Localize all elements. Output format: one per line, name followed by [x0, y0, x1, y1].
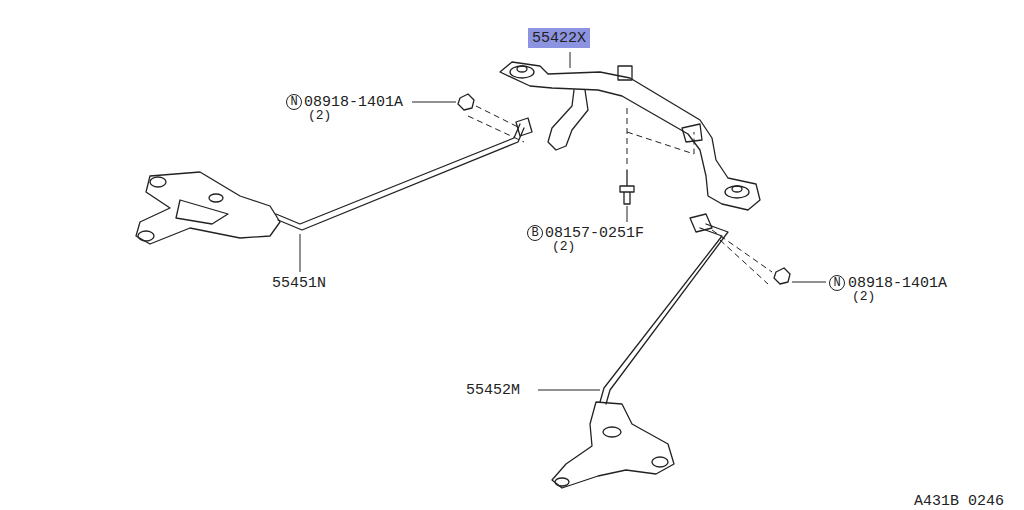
mount	[732, 186, 742, 192]
fitment-line	[476, 106, 520, 128]
bushing	[209, 194, 223, 202]
rod	[606, 224, 728, 404]
symbol-letter: B	[528, 227, 542, 239]
bolt	[620, 170, 634, 204]
bracket	[618, 66, 632, 80]
leader-line	[792, 282, 826, 283]
symbol-circle	[528, 226, 543, 241]
fitment-line	[627, 132, 694, 154]
symbol-circle	[830, 276, 845, 291]
leader-line	[300, 234, 301, 272]
symbol-letter: N	[830, 277, 844, 289]
quantity: (2)	[852, 290, 875, 303]
leader-line	[538, 390, 600, 391]
leader-line	[412, 102, 456, 103]
quantity: (2)	[552, 240, 575, 253]
lower-arm	[176, 200, 228, 224]
lower-arm	[136, 172, 280, 244]
nut	[458, 94, 474, 110]
rod	[276, 124, 520, 224]
rod-end	[516, 118, 532, 136]
mount	[725, 186, 749, 198]
mount	[517, 66, 527, 72]
bushing	[138, 231, 154, 241]
bushing	[603, 427, 621, 437]
symbol-letter: N	[287, 96, 301, 108]
part-number: 55452M	[466, 383, 520, 398]
crossmember	[500, 62, 760, 210]
bushing	[150, 177, 166, 187]
lower-arm	[552, 402, 674, 488]
part-number: 55422X	[532, 31, 586, 46]
symbol-circle	[287, 95, 302, 110]
diagram-code: A431B 0246	[914, 494, 1004, 509]
fitment-line	[720, 240, 768, 284]
fitment-line	[712, 230, 772, 272]
bracket	[682, 124, 702, 142]
nut	[774, 268, 790, 284]
leader-line	[570, 52, 571, 68]
rod	[600, 228, 722, 402]
fitment-line	[468, 116, 524, 142]
part-number: 08918-1401A	[304, 95, 403, 110]
fitment-line	[627, 108, 628, 168]
part-number: 55451N	[272, 276, 326, 291]
quantity: (2)	[308, 109, 331, 122]
leader-line	[627, 206, 628, 222]
mount	[510, 66, 534, 78]
rod	[278, 128, 524, 230]
rod-end	[690, 214, 712, 232]
bushing	[652, 457, 668, 467]
part-number: 08918-1401A	[848, 276, 947, 291]
crossmember-arm	[548, 90, 588, 150]
bushing	[555, 478, 569, 486]
part-number: 08157-0251F	[545, 226, 644, 241]
highlight	[528, 28, 590, 48]
